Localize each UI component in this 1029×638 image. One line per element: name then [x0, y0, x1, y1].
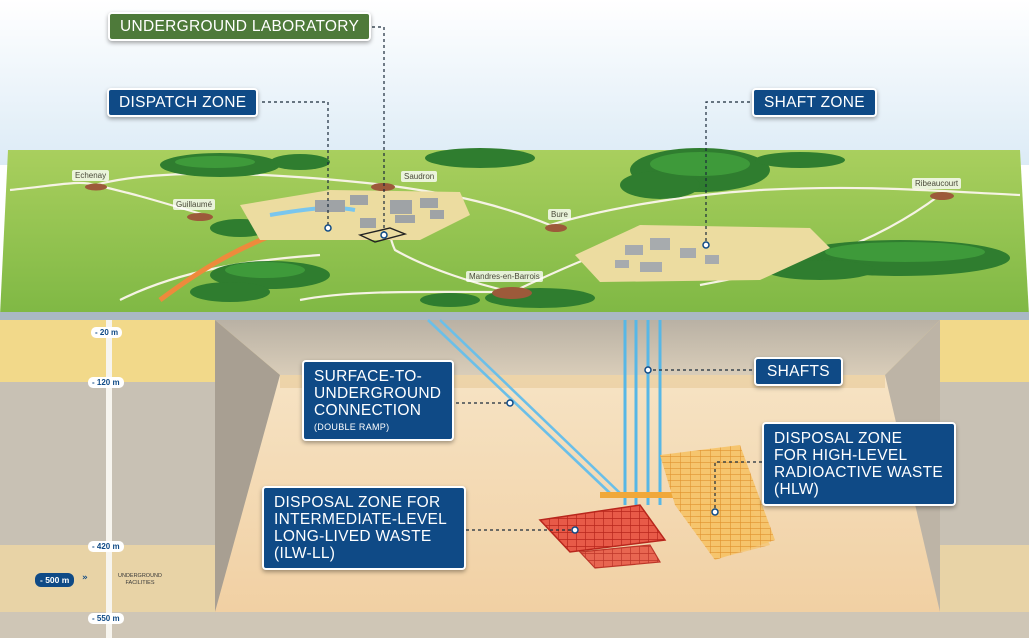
- shafts-callout: SHAFTS: [754, 357, 843, 386]
- depth-label-420: - 420 m: [88, 541, 124, 552]
- lower-layer: [0, 612, 1029, 638]
- depth-scale-pole: [106, 320, 112, 638]
- dispatch-zone-label: DISPATCH ZONE: [119, 94, 247, 111]
- ilw-disposal-grid: [538, 504, 667, 553]
- town-label-bure: Bure: [548, 209, 571, 220]
- callout-connector-line: [262, 26, 762, 531]
- ilw-zone-line-1: DISPOSAL ZONE FOR: [274, 494, 441, 511]
- ilw-zone-line-3: LONG-LIVED WASTE: [274, 528, 432, 545]
- town-label-guillaume: Guillaumé: [173, 199, 216, 210]
- callout-anchor-dot: [324, 224, 719, 534]
- dispatch-zone-pad: [240, 190, 470, 240]
- hlw-zone-line-4: (HLW): [774, 481, 820, 498]
- hlw-zone-line-2: FOR HIGH-LEVEL: [774, 447, 908, 464]
- underground-facilities-line-2: FACILITIES: [125, 580, 155, 586]
- shaft-zone-callout: SHAFT ZONE: [752, 88, 877, 117]
- dispatch-zone-callout: DISPATCH ZONE: [107, 88, 259, 117]
- surface-connection-callout: SURFACE-TO- UNDERGROUND CONNECTION (DOUB…: [302, 360, 454, 441]
- water-basin: [269, 205, 356, 217]
- shafts-label: SHAFTS: [767, 363, 830, 380]
- underground-facilities-line-1: UNDERGROUND: [118, 573, 162, 579]
- surface-connection-line-3: CONNECTION: [314, 402, 422, 419]
- surface-connection-line-2: UNDERGROUND: [314, 385, 442, 402]
- town-label-mandres: Mandres-en-Barrois: [466, 271, 543, 282]
- building-block: [615, 238, 719, 272]
- building-block: [315, 195, 444, 228]
- hlw-zone-line-1: DISPOSAL ZONE: [774, 430, 903, 447]
- underground-facilities-label: UNDERGROUND FACILITIES: [118, 573, 162, 587]
- ilw-zone-line-2: INTERMEDIATE-LEVEL: [274, 511, 448, 528]
- town-label-ribeaucourt: Ribeaucourt: [912, 178, 962, 189]
- hlw-zone-callout: DISPOSAL ZONE FOR HIGH-LEVEL RADIOACTIVE…: [762, 422, 956, 506]
- depth-label-500: - 500 m: [35, 573, 75, 587]
- underground-laboratory-callout: UNDERGROUND LABORATORY: [108, 12, 372, 41]
- surface-connection-line-1: SURFACE-TO-: [314, 368, 423, 385]
- town-marker: [85, 183, 954, 299]
- depth-label-20: - 20 m: [91, 327, 123, 338]
- ground-surface-edge: [0, 312, 1029, 320]
- town-label-echenay: Echenay: [72, 170, 110, 181]
- double-ramp: [427, 319, 623, 496]
- shaft-zone-label: SHAFT ZONE: [764, 94, 865, 111]
- depth-label-120: - 120 m: [88, 377, 124, 388]
- shaft-zone-pad: [575, 225, 830, 282]
- laboratory-site-outline: [357, 227, 408, 243]
- surface-connection-sub: (DOUBLE RAMP): [314, 422, 390, 432]
- depth-arrows-icon: »: [82, 573, 88, 583]
- ilw-zone-callout: DISPOSAL ZONE FOR INTERMEDIATE-LEVEL LON…: [262, 486, 466, 570]
- shaft-line: [623, 320, 662, 505]
- town-label-saudron: Saudron: [401, 171, 438, 182]
- depth-label-550: - 550 m: [88, 613, 124, 624]
- ilw-zone-line-4: (ILW-LL): [274, 545, 336, 562]
- ilw-disposal-grid-lower: [578, 544, 661, 569]
- tree-highlight: [175, 152, 985, 278]
- underground-laboratory-label: UNDERGROUND LABORATORY: [120, 18, 360, 35]
- hlw-disposal-grid-lower: [690, 495, 770, 558]
- hlw-zone-line-3: RADIOACTIVE WASTE: [774, 464, 944, 481]
